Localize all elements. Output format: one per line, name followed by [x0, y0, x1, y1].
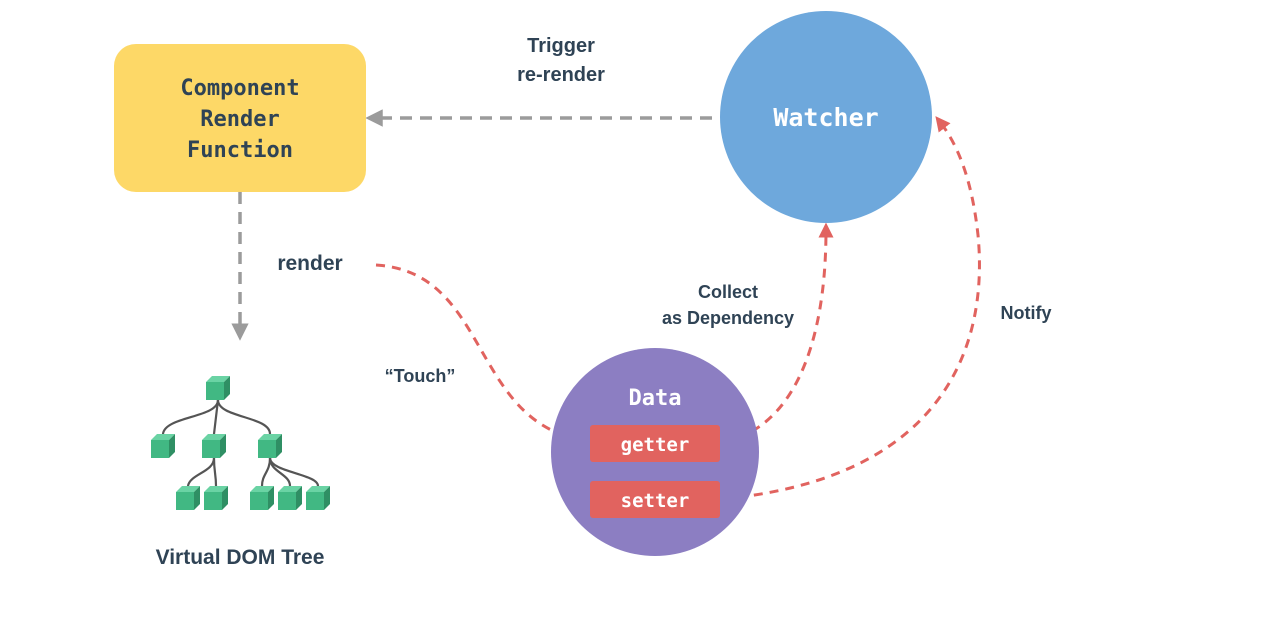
setter-pill [590, 481, 720, 518]
collect-label-line-1: Collect [698, 282, 758, 302]
notify-arrow [721, 116, 981, 501]
vdom-node-cube-4 [258, 434, 282, 458]
trigger-label-line-1: Trigger [527, 35, 595, 57]
virtual-dom-tree-icon [151, 376, 330, 510]
vdom-node-cube-5 [176, 486, 200, 510]
virtual-dom-tree-label: Virtual DOM Tree [156, 546, 325, 569]
vdom-node-cube-1 [206, 376, 230, 400]
getter-label: getter [621, 434, 690, 456]
vdom-node-cube-2 [151, 434, 175, 458]
render-label: render [277, 252, 342, 275]
collect-dependency-arrow [721, 222, 834, 444]
vdom-node-cube-3 [202, 434, 226, 458]
watcher-node: Watcher [720, 11, 932, 223]
component-line-3: Function [187, 138, 293, 163]
touch-label: “Touch” [385, 366, 456, 386]
vdom-node-cube-9 [306, 486, 330, 510]
component-line-1: Component [180, 76, 299, 101]
trigger-label-line-2: re-render [517, 64, 605, 86]
vdom-node-cube-6 [204, 486, 228, 510]
notify-label: Notify [1001, 303, 1052, 323]
component-render-function-node: Component Render Function [114, 44, 366, 192]
watcher-label: Watcher [773, 103, 878, 132]
component-line-2: Render [200, 107, 279, 132]
collect-label-line-2: as Dependency [662, 308, 794, 328]
data-node: Data getter setter [551, 348, 759, 556]
data-label: Data [629, 386, 682, 411]
getter-pill [590, 425, 720, 462]
vdom-node-cube-7 [250, 486, 274, 510]
vdom-node-cube-8 [278, 486, 302, 510]
touch-arrow [375, 263, 590, 447]
setter-label: setter [621, 490, 690, 512]
